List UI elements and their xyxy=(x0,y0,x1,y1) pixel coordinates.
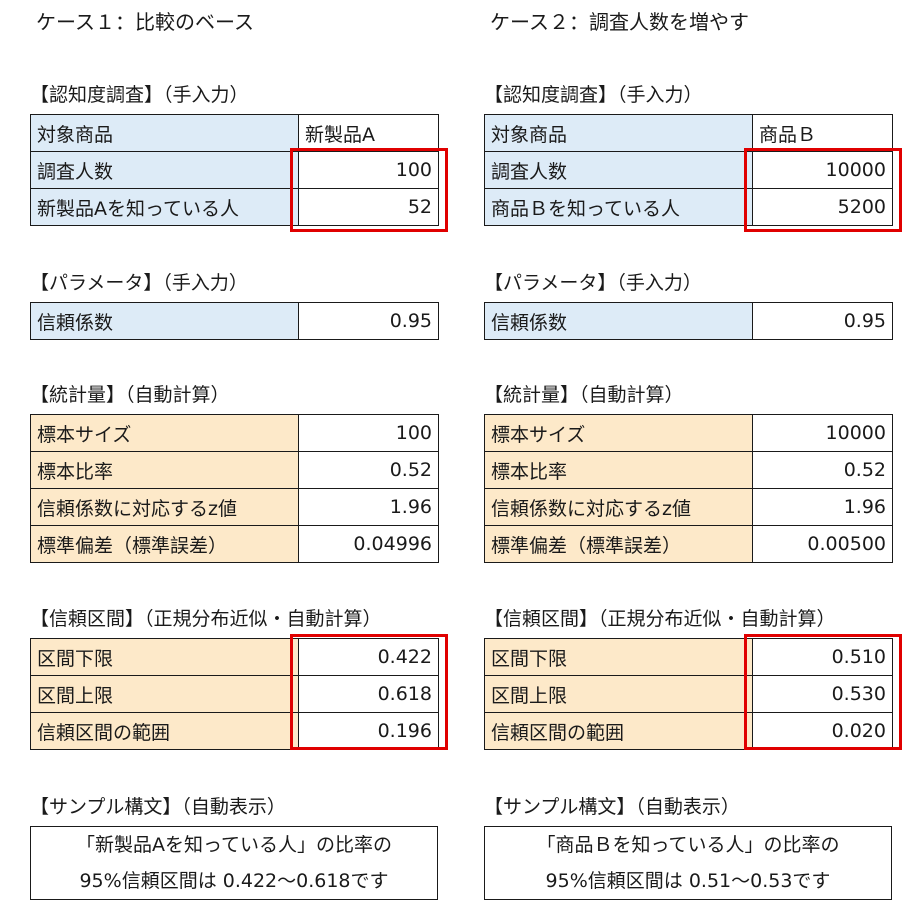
interval-table: 区間下限 0.422 区間上限 0.618 信頼区間の範囲 0.196 xyxy=(30,638,439,750)
cell-label: 区間下限 xyxy=(30,638,299,676)
cell-label: 信頼係数 xyxy=(484,302,753,340)
product-name-cell[interactable]: 商品Ｂ xyxy=(752,114,893,152)
section-title-stats: 【統計量】（自動計算） xyxy=(484,384,684,406)
cell-value: 1.96 xyxy=(752,488,893,526)
section-title-interval: 【信頼区間】（正規分布近似・自動計算） xyxy=(30,608,382,630)
cell-value: 1.96 xyxy=(298,488,439,526)
sample-line-2: 95%信頼区間は 0.51～0.53です xyxy=(545,870,831,892)
params-table: 信頼係数 0.95 xyxy=(30,302,439,340)
case-title: ケース２：調査人数を増やす xyxy=(490,10,749,34)
confidence-input-cell[interactable]: 0.95 xyxy=(752,302,893,340)
cell-value: 0.530 xyxy=(752,675,893,713)
cell-value: 0.00500 xyxy=(752,525,893,563)
cell-value: 0.52 xyxy=(752,451,893,489)
cell-label: 信頼区間の範囲 xyxy=(30,712,299,750)
cell-label: 対象商品 xyxy=(484,114,753,152)
table-row: 区間下限 0.422 xyxy=(30,638,439,676)
cell-value: 0.196 xyxy=(298,712,439,750)
table-row: 信頼係数 0.95 xyxy=(30,302,439,340)
aware-count-input-cell[interactable]: 52 xyxy=(298,188,439,226)
aware-count-input-cell[interactable]: 5200 xyxy=(752,188,893,226)
table-row: 新製品Aを知っている人 52 xyxy=(30,188,439,226)
cell-label: 調査人数 xyxy=(484,151,753,189)
section-title-params: 【パラメータ】（手入力） xyxy=(484,272,702,294)
sample-line-2: 95%信頼区間は 0.422～0.618です xyxy=(79,870,389,892)
table-row: 標準偏差（標準誤差） 0.00500 xyxy=(484,525,893,563)
cell-label: 信頼係数に対応するz値 xyxy=(30,488,299,526)
cell-value: 0.52 xyxy=(298,451,439,489)
awareness-table: 対象商品 商品Ｂ 調査人数 10000 商品Ｂを知っている人 5200 xyxy=(484,114,893,226)
cell-value: 0.020 xyxy=(752,712,893,750)
stats-table: 標本サイズ 100 標本比率 0.52 信頼係数に対応するz値 1.96 標準偏… xyxy=(30,414,439,563)
table-row: 信頼区間の範囲 0.196 xyxy=(30,712,439,750)
table-row: 信頼区間の範囲 0.020 xyxy=(484,712,893,750)
table-row: 標本サイズ 100 xyxy=(30,414,439,452)
params-table: 信頼係数 0.95 xyxy=(484,302,893,340)
respondents-input-cell[interactable]: 100 xyxy=(298,151,439,189)
cell-value: 0.422 xyxy=(298,638,439,676)
cell-label: 商品Ｂを知っている人 xyxy=(484,188,753,226)
cell-label: 対象商品 xyxy=(30,114,299,152)
cell-label: 標本サイズ xyxy=(484,414,753,452)
section-title-awareness: 【認知度調査】（手入力） xyxy=(30,84,249,106)
section-title-awareness: 【認知度調査】（手入力） xyxy=(484,84,703,106)
stats-table: 標本サイズ 10000 標本比率 0.52 信頼係数に対応するz値 1.96 標… xyxy=(484,414,893,563)
section-title-interval: 【信頼区間】（正規分布近似・自動計算） xyxy=(484,608,836,630)
table-row: 区間上限 0.530 xyxy=(484,675,893,713)
table-row: 対象商品 商品Ｂ xyxy=(484,114,893,152)
respondents-input-cell[interactable]: 10000 xyxy=(752,151,893,189)
cell-label: 信頼区間の範囲 xyxy=(484,712,753,750)
table-row: 信頼係数に対応するz値 1.96 xyxy=(30,488,439,526)
table-row: 調査人数 10000 xyxy=(484,151,893,189)
sample-line-1: 「新製品Aを知っている人」の比率の xyxy=(75,834,393,856)
cell-value: 0.04996 xyxy=(298,525,439,563)
table-row: 区間上限 0.618 xyxy=(30,675,439,713)
table-row: 標本サイズ 10000 xyxy=(484,414,893,452)
confidence-input-cell[interactable]: 0.95 xyxy=(298,302,439,340)
case-1: ケース１：比較のベース 【認知度調査】（手入力） 対象商品 新製品A 調査人数 … xyxy=(30,10,448,900)
cell-label: 区間下限 xyxy=(484,638,753,676)
table-row: 標本比率 0.52 xyxy=(484,451,893,489)
cell-label: 標本比率 xyxy=(484,451,753,489)
table-row: 信頼係数に対応するz値 1.96 xyxy=(484,488,893,526)
cell-label: 区間上限 xyxy=(30,675,299,713)
case-title: ケース１：比較のベース xyxy=(36,10,254,34)
table-row: 商品Ｂを知っている人 5200 xyxy=(484,188,893,226)
sample-sentence-box: 「新製品Aを知っている人」の比率の 95%信頼区間は 0.422～0.618です xyxy=(30,826,438,900)
sample-sentence-box: 「商品Ｂを知っている人」の比率の 95%信頼区間は 0.51～0.53です xyxy=(484,826,892,900)
awareness-table: 対象商品 新製品A 調査人数 100 新製品Aを知っている人 52 xyxy=(30,114,439,226)
table-row: 信頼係数 0.95 xyxy=(484,302,893,340)
table-row: 標準偏差（標準誤差） 0.04996 xyxy=(30,525,439,563)
section-title-sample: 【サンプル構文】（自動表示） xyxy=(484,796,740,818)
table-row: 調査人数 100 xyxy=(30,151,439,189)
section-title-sample: 【サンプル構文】（自動表示） xyxy=(30,796,286,818)
cell-label: 標本サイズ xyxy=(30,414,299,452)
sample-line-1: 「商品Ｂを知っている人」の比率の xyxy=(536,834,840,856)
cell-value: 0.510 xyxy=(752,638,893,676)
cell-label: 標準偏差（標準誤差） xyxy=(30,525,299,563)
interval-table: 区間下限 0.510 区間上限 0.530 信頼区間の範囲 0.020 xyxy=(484,638,893,750)
cell-label: 区間上限 xyxy=(484,675,753,713)
cell-label: 信頼係数 xyxy=(30,302,299,340)
cell-label: 信頼係数に対応するz値 xyxy=(484,488,753,526)
cell-value: 10000 xyxy=(752,414,893,452)
cell-value: 100 xyxy=(298,414,439,452)
cell-label: 新製品Aを知っている人 xyxy=(30,188,299,226)
table-row: 対象商品 新製品A xyxy=(30,114,439,152)
cell-value: 0.618 xyxy=(298,675,439,713)
cell-label: 調査人数 xyxy=(30,151,299,189)
section-title-stats: 【統計量】（自動計算） xyxy=(30,384,230,406)
table-row: 区間下限 0.510 xyxy=(484,638,893,676)
cell-label: 標準偏差（標準誤差） xyxy=(484,525,753,563)
section-title-params: 【パラメータ】（手入力） xyxy=(30,272,248,294)
